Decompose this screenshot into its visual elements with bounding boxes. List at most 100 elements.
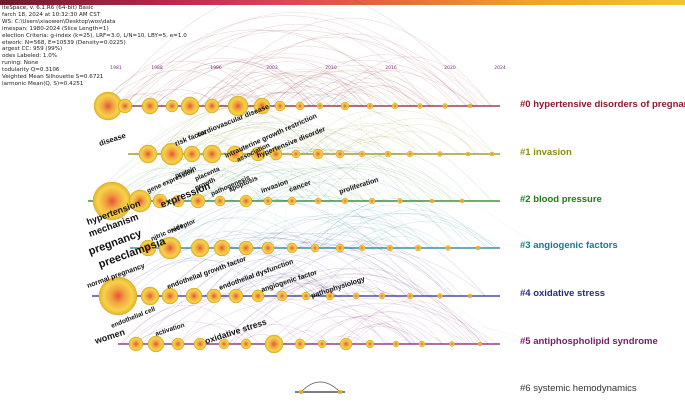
keyword-node[interactable]	[437, 151, 443, 157]
keyword-node[interactable]	[298, 389, 304, 395]
keyword-node[interactable]	[437, 293, 443, 299]
keyword-node[interactable]	[165, 99, 179, 113]
keyword-node[interactable]	[406, 150, 414, 158]
keyword-node[interactable]	[193, 337, 207, 351]
keyword-node[interactable]	[459, 198, 465, 204]
keyword-node[interactable]	[140, 286, 160, 306]
keyword-node[interactable]	[445, 245, 451, 251]
cluster-label-hypertensive-disorders[interactable]: #0 hypertensive disorders of pregnancy	[520, 99, 685, 110]
keyword-node[interactable]	[352, 292, 360, 300]
keyword-node[interactable]	[240, 338, 252, 350]
keyword-node[interactable]	[185, 287, 203, 305]
keyword-node[interactable]	[202, 144, 222, 164]
keyword-node[interactable]	[218, 338, 230, 350]
keyword-node[interactable]	[158, 236, 182, 260]
keyword-node[interactable]	[253, 97, 271, 115]
keyword-node[interactable]	[291, 149, 301, 159]
keyword-node[interactable]	[206, 288, 222, 304]
keyword-node[interactable]	[98, 276, 138, 316]
keyword-node[interactable]	[475, 245, 481, 251]
keyword-node[interactable]	[442, 103, 448, 109]
keyword-node[interactable]	[392, 340, 400, 348]
keyword-node[interactable]	[429, 198, 435, 204]
keyword-node[interactable]	[384, 150, 392, 158]
keyword-node[interactable]	[317, 339, 327, 349]
keyword-node[interactable]	[228, 288, 244, 304]
keyword-node[interactable]	[477, 341, 483, 347]
keyword-node[interactable]	[171, 337, 185, 351]
keyword-node[interactable]	[239, 194, 253, 208]
keyword-node[interactable]	[465, 151, 471, 157]
keyword-node[interactable]	[340, 101, 350, 111]
keyword-node[interactable]	[287, 196, 297, 206]
keyword-node[interactable]	[358, 150, 366, 158]
keyword-node[interactable]	[316, 102, 324, 110]
keyword-node[interactable]	[386, 244, 394, 252]
keyword-node[interactable]	[378, 292, 386, 300]
keyword-node[interactable]	[417, 103, 423, 109]
keyword-node[interactable]	[128, 336, 144, 352]
keyword-node[interactable]	[358, 244, 366, 252]
keyword-node[interactable]	[226, 145, 244, 163]
keyword-node[interactable]	[152, 193, 168, 209]
keyword-node[interactable]	[183, 145, 201, 163]
keyword-node[interactable]	[128, 189, 152, 213]
keyword-node[interactable]	[204, 98, 220, 114]
keyword-node[interactable]	[366, 102, 374, 110]
keyword-node[interactable]	[139, 239, 157, 257]
keyword-node[interactable]	[117, 98, 133, 114]
keyword-node[interactable]	[147, 335, 165, 353]
keyword-node[interactable]	[337, 389, 343, 395]
keyword-node[interactable]	[335, 243, 345, 253]
keyword-node[interactable]	[325, 291, 335, 301]
cluster-label-blood-pressure[interactable]: #2 blood pressure	[520, 194, 602, 205]
keyword-node[interactable]	[171, 194, 185, 208]
keyword-node[interactable]	[414, 244, 422, 252]
keyword-node[interactable]	[180, 96, 200, 116]
keyword-node[interactable]	[138, 144, 158, 164]
keyword-node[interactable]	[269, 147, 283, 161]
keyword-node[interactable]	[276, 290, 288, 302]
keyword-node[interactable]	[467, 103, 473, 109]
keyword-node[interactable]	[339, 337, 353, 351]
keyword-node[interactable]	[227, 95, 249, 117]
cluster-label-invasion[interactable]: #1 invasion	[520, 147, 572, 158]
keyword-node[interactable]	[141, 97, 159, 115]
keyword-nodes[interactable]	[92, 91, 495, 395]
keyword-node[interactable]	[286, 242, 298, 254]
keyword-node[interactable]	[314, 197, 322, 205]
keyword-node[interactable]	[190, 238, 210, 258]
keyword-node[interactable]	[418, 340, 426, 348]
keyword-node[interactable]	[294, 338, 306, 350]
keyword-node[interactable]	[295, 101, 305, 111]
cluster-label-antiphospholipid-syndrome[interactable]: #5 antiphospholipid syndrome	[520, 336, 658, 347]
keyword-node[interactable]	[341, 197, 349, 205]
keyword-node[interactable]	[238, 240, 254, 256]
keyword-node[interactable]	[467, 293, 473, 299]
keyword-node[interactable]	[365, 339, 375, 349]
keyword-node[interactable]	[489, 151, 495, 157]
keyword-node[interactable]	[263, 196, 273, 206]
keyword-node[interactable]	[310, 243, 320, 253]
keyword-node[interactable]	[213, 239, 231, 257]
keyword-node[interactable]	[214, 195, 226, 207]
keyword-node[interactable]	[449, 341, 455, 347]
keyword-node[interactable]	[161, 287, 179, 305]
keyword-node[interactable]	[264, 334, 284, 354]
cluster-label-oxidative-stress[interactable]: #4 oxidative stress	[520, 288, 606, 299]
cluster-label-systemic-hemodynamics[interactable]: #6 systemic hemodynamics	[520, 383, 637, 394]
keyword-node[interactable]	[261, 241, 275, 255]
keyword-node[interactable]	[274, 100, 286, 112]
keyword-node[interactable]	[301, 291, 311, 301]
keyword-node[interactable]	[160, 142, 184, 166]
keyword-node[interactable]	[368, 197, 376, 205]
keyword-node[interactable]	[250, 146, 266, 162]
cluster-label-angiogenic-factors[interactable]: #3 angiogenic factors	[520, 240, 618, 251]
keyword-node[interactable]	[312, 148, 324, 160]
keyword-node[interactable]	[335, 149, 345, 159]
keyword-node[interactable]	[251, 289, 265, 303]
keyword-node[interactable]	[391, 102, 399, 110]
keyword-node[interactable]	[397, 198, 403, 204]
keyword-node[interactable]	[406, 292, 414, 300]
